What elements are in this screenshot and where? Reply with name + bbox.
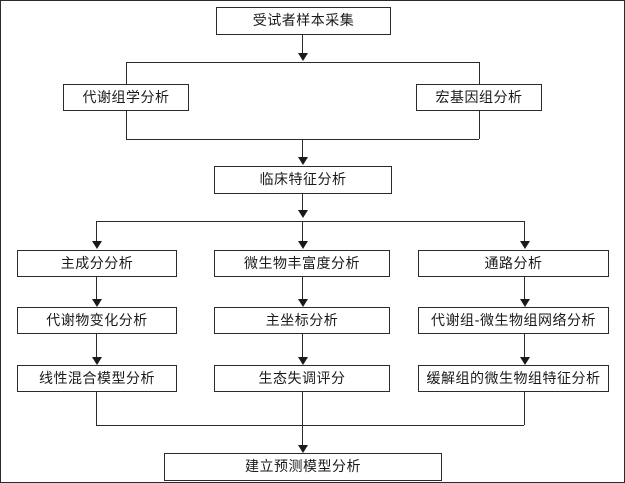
node-principal-coordinate-analysis[interactable]: 主坐标分析 <box>214 307 390 334</box>
edge-split-right-pathway <box>524 221 525 243</box>
edge-network-arrowhead <box>520 299 530 307</box>
node-metabolite-change-analysis[interactable]: 代谢物变化分析 <box>17 307 177 334</box>
edge-pathway-to-network <box>524 277 525 301</box>
edge-pca-to-metabolite <box>96 277 97 301</box>
node-label: 代谢物变化分析 <box>46 312 148 329</box>
edge-split-right-n3 <box>479 62 480 84</box>
node-label: 建立预测模型分析 <box>245 459 361 475</box>
edge-metabolite-to-lmm <box>96 334 97 359</box>
edge-dysbiosis-arrowhead <box>298 357 308 365</box>
node-metabolome-microbiome-network-analysis[interactable]: 代谢组-微生物组网络分析 <box>418 307 609 334</box>
node-linear-mixed-model-analysis[interactable]: 线性混合模型分析 <box>17 365 177 392</box>
node-label: 宏基因组分析 <box>435 89 523 106</box>
edge-metabolite-arrowhead <box>92 299 102 307</box>
edge-pca-arrowhead <box>92 241 102 249</box>
node-remission-microbiome-feature-analysis[interactable]: 缓解组的微生物组特征分析 <box>418 365 609 392</box>
edge-n3-down <box>479 111 480 139</box>
edge-n2-down <box>126 111 127 139</box>
node-label: 代谢组学分析 <box>82 89 170 106</box>
edge-n1-stem <box>302 35 303 55</box>
edge-abundance-arrowhead <box>298 241 308 249</box>
edge-n4-stem-arrowhead <box>298 210 308 218</box>
edge-remission-arrowhead <box>520 357 530 365</box>
edge-pathway-arrowhead <box>520 241 530 249</box>
node-label: 微生物丰富度分析 <box>244 255 360 272</box>
edge-split-left-n2 <box>126 62 127 84</box>
node-subject-sample-collection[interactable]: 受试者样本采集 <box>216 7 391 35</box>
edge-pcoa-arrowhead <box>298 299 308 307</box>
node-prediction-model-analysis[interactable]: 建立预测模型分析 <box>164 453 442 481</box>
edge-lmm-down <box>96 392 97 425</box>
edge-merge-stem-bottom <box>302 425 303 447</box>
edge-merge-stem-clinical <box>302 139 303 159</box>
edge-abundance-to-pcoa <box>302 277 303 301</box>
node-label: 临床特征分析 <box>259 172 347 188</box>
edge-n1-arrowhead <box>298 53 308 61</box>
node-label: 受试者样本采集 <box>252 13 355 29</box>
node-dysbiosis-score[interactable]: 生态失调评分 <box>214 365 390 392</box>
node-label: 代谢组-微生物组网络分析 <box>430 312 597 329</box>
node-label: 主成分分析 <box>60 255 134 272</box>
edge-dysbiosis-down <box>302 392 303 425</box>
node-label: 生态失调评分 <box>258 370 346 387</box>
edge-clinical-arrowhead <box>298 157 308 165</box>
edge-prediction-arrowhead <box>298 445 308 453</box>
edge-network-to-remission <box>524 334 525 359</box>
edge-lmm-arrowhead <box>92 357 102 365</box>
node-principal-component-analysis[interactable]: 主成分分析 <box>17 250 177 277</box>
node-microbial-abundance-analysis[interactable]: 微生物丰富度分析 <box>214 250 390 277</box>
node-pathway-analysis[interactable]: 通路分析 <box>418 250 609 277</box>
edge-merge-bus-bottom <box>96 425 524 426</box>
edge-remission-down <box>524 392 525 425</box>
node-metabolomics-analysis[interactable]: 代谢组学分析 <box>63 84 189 111</box>
edge-pcoa-to-dysbiosis <box>302 334 303 359</box>
edge-n4-stem <box>302 194 303 212</box>
edge-split-bus-top <box>126 62 479 63</box>
node-label: 线性混合模型分析 <box>39 370 155 387</box>
node-label: 缓解组的微生物组特征分析 <box>426 370 601 387</box>
edge-split-left-pca <box>96 221 97 243</box>
node-label: 主坐标分析 <box>265 312 339 329</box>
edge-split-center-abundance <box>302 221 303 243</box>
node-label: 通路分析 <box>484 255 543 272</box>
edge-split-bus-three <box>96 221 524 222</box>
node-metagenomics-analysis[interactable]: 宏基因组分析 <box>416 84 542 111</box>
node-clinical-feature-analysis[interactable]: 临床特征分析 <box>214 166 392 194</box>
